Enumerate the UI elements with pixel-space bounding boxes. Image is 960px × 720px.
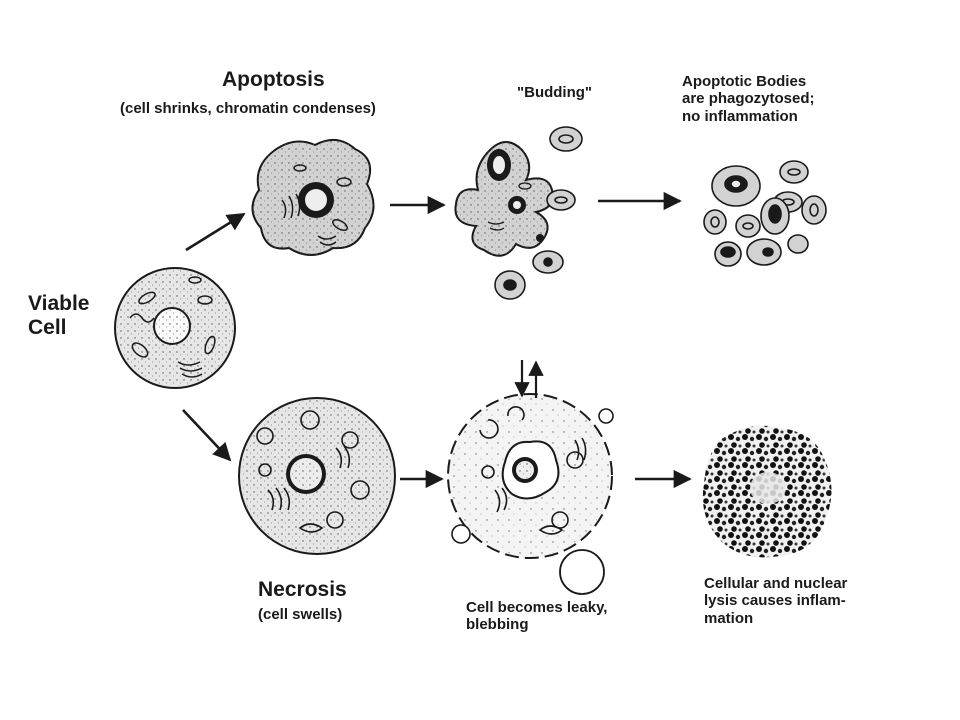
lysis-line1: Cellular and nuclear xyxy=(704,575,848,592)
viable-label-line1: Viable xyxy=(28,292,90,315)
lysis-line2: lysis causes inflam- xyxy=(704,592,846,610)
leaky-label: Cell becomes leaky, blebbing xyxy=(466,599,607,634)
ion-flux-arrows xyxy=(514,360,544,398)
lysis-label: Cellular and nuclear lysis causes inflam… xyxy=(704,575,847,627)
leaky-nucleus xyxy=(501,440,560,500)
blebs xyxy=(451,408,614,595)
bodies-line1: Apoptotic Bodies xyxy=(682,73,807,90)
arrow-viable-to-necrosis xyxy=(182,409,232,462)
viable-cell xyxy=(114,267,236,389)
budding-label: "Budding" xyxy=(517,84,593,101)
budding-cell xyxy=(454,126,583,300)
budding-fragments xyxy=(494,126,583,300)
leaky-line2: blebbing xyxy=(466,616,529,634)
bodies-line2: are phagozytosed; xyxy=(682,90,815,108)
apoptotic-bodies xyxy=(703,160,827,267)
bodies-line3: no inflammation xyxy=(682,107,798,125)
lysis-line3: mation xyxy=(704,609,754,627)
necrotic-nucleus xyxy=(286,454,326,494)
viable-cell-nucleus xyxy=(153,307,191,345)
necrosis-title: Necrosis xyxy=(258,578,347,601)
arrow-viable-to-apoptosis xyxy=(185,212,246,252)
condensed-nucleus xyxy=(298,182,334,218)
apoptosis-subtitle: (cell shrinks, chromatin condenses) xyxy=(120,100,376,117)
apoptosis-title: Apoptosis xyxy=(222,68,325,91)
viable-label-line2: Cell xyxy=(28,316,67,340)
necrosis-subtitle: (cell swells) xyxy=(258,606,343,623)
lysed-cell xyxy=(702,425,832,558)
flow-arrows xyxy=(182,191,692,489)
viable-cell-organelles xyxy=(129,276,216,378)
apoptotic-shrunken-cell xyxy=(251,138,375,256)
leaky-line1: Cell becomes leaky, xyxy=(466,599,608,616)
leaky-blebbing-cell xyxy=(447,360,614,595)
necrotic-swollen-cell xyxy=(238,397,396,555)
apoptotic-bodies-label: Apoptotic Bodies are phagozytosed; no in… xyxy=(682,73,815,125)
viable-cell-label: Viable Cell xyxy=(28,292,89,340)
